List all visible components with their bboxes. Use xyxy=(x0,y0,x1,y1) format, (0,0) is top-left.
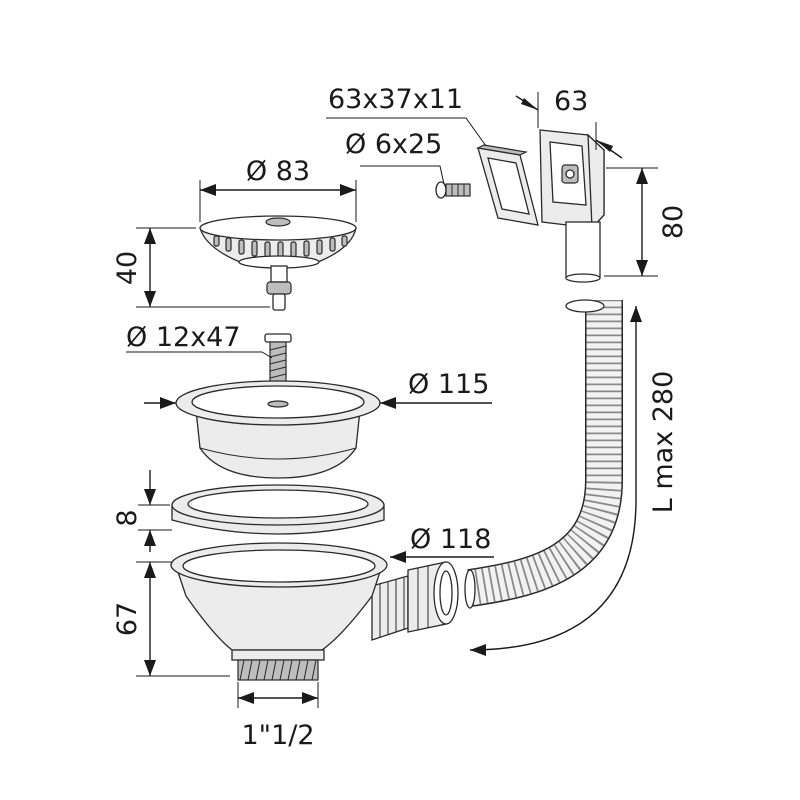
label-body-diameter: Ø 118 xyxy=(410,524,491,555)
label-basket-height: 40 xyxy=(112,251,143,285)
dim-overflow-height: 80 xyxy=(604,167,689,277)
dim-flange-diameter: Ø 115 xyxy=(144,369,492,409)
label-body-height: 67 xyxy=(112,602,143,636)
union-nut xyxy=(407,561,459,633)
label-thread-size: 1"1/2 xyxy=(241,720,314,751)
dim-screw: Ø 6x25 xyxy=(345,129,445,185)
gasket-ring xyxy=(171,484,385,535)
dim-bracket-size: 63x37x11 xyxy=(326,84,487,147)
label-screw: Ø 6x25 xyxy=(345,129,442,160)
label-hose-length: L max 280 xyxy=(648,371,679,514)
dim-gasket-height: 8 xyxy=(112,470,172,552)
strainer-basket xyxy=(199,215,357,311)
dim-basket-height: 40 xyxy=(112,227,270,308)
dim-thread-size: 1"1/2 xyxy=(237,682,319,751)
label-bolt: Ø 12x47 xyxy=(126,322,241,353)
dim-body-height: 67 xyxy=(112,561,230,677)
label-bracket-width: 63 xyxy=(554,86,588,117)
overflow-housing xyxy=(539,129,605,283)
label-overflow-height: 80 xyxy=(658,205,689,239)
dim-bolt: Ø 12x47 xyxy=(126,322,273,359)
overflow-cover-plate xyxy=(476,144,539,226)
label-bracket-size: 63x37x11 xyxy=(328,84,463,115)
label-flange-diameter: Ø 115 xyxy=(408,369,489,400)
strainer-body xyxy=(170,542,409,681)
label-basket-diameter: Ø 83 xyxy=(246,156,310,187)
dim-body-diameter: Ø 118 xyxy=(390,524,494,563)
overflow-bracket-assembly xyxy=(435,129,605,283)
basket-holes xyxy=(213,235,348,258)
sink-flange xyxy=(175,380,381,479)
dim-basket-diameter: Ø 83 xyxy=(199,156,357,222)
corrugated-hose xyxy=(464,299,623,609)
dim-hose-length: L max 280 xyxy=(469,306,679,656)
overflow-screw xyxy=(435,181,471,199)
dim-bracket-width: 63 xyxy=(515,86,623,159)
label-gasket-height: 8 xyxy=(112,509,143,526)
